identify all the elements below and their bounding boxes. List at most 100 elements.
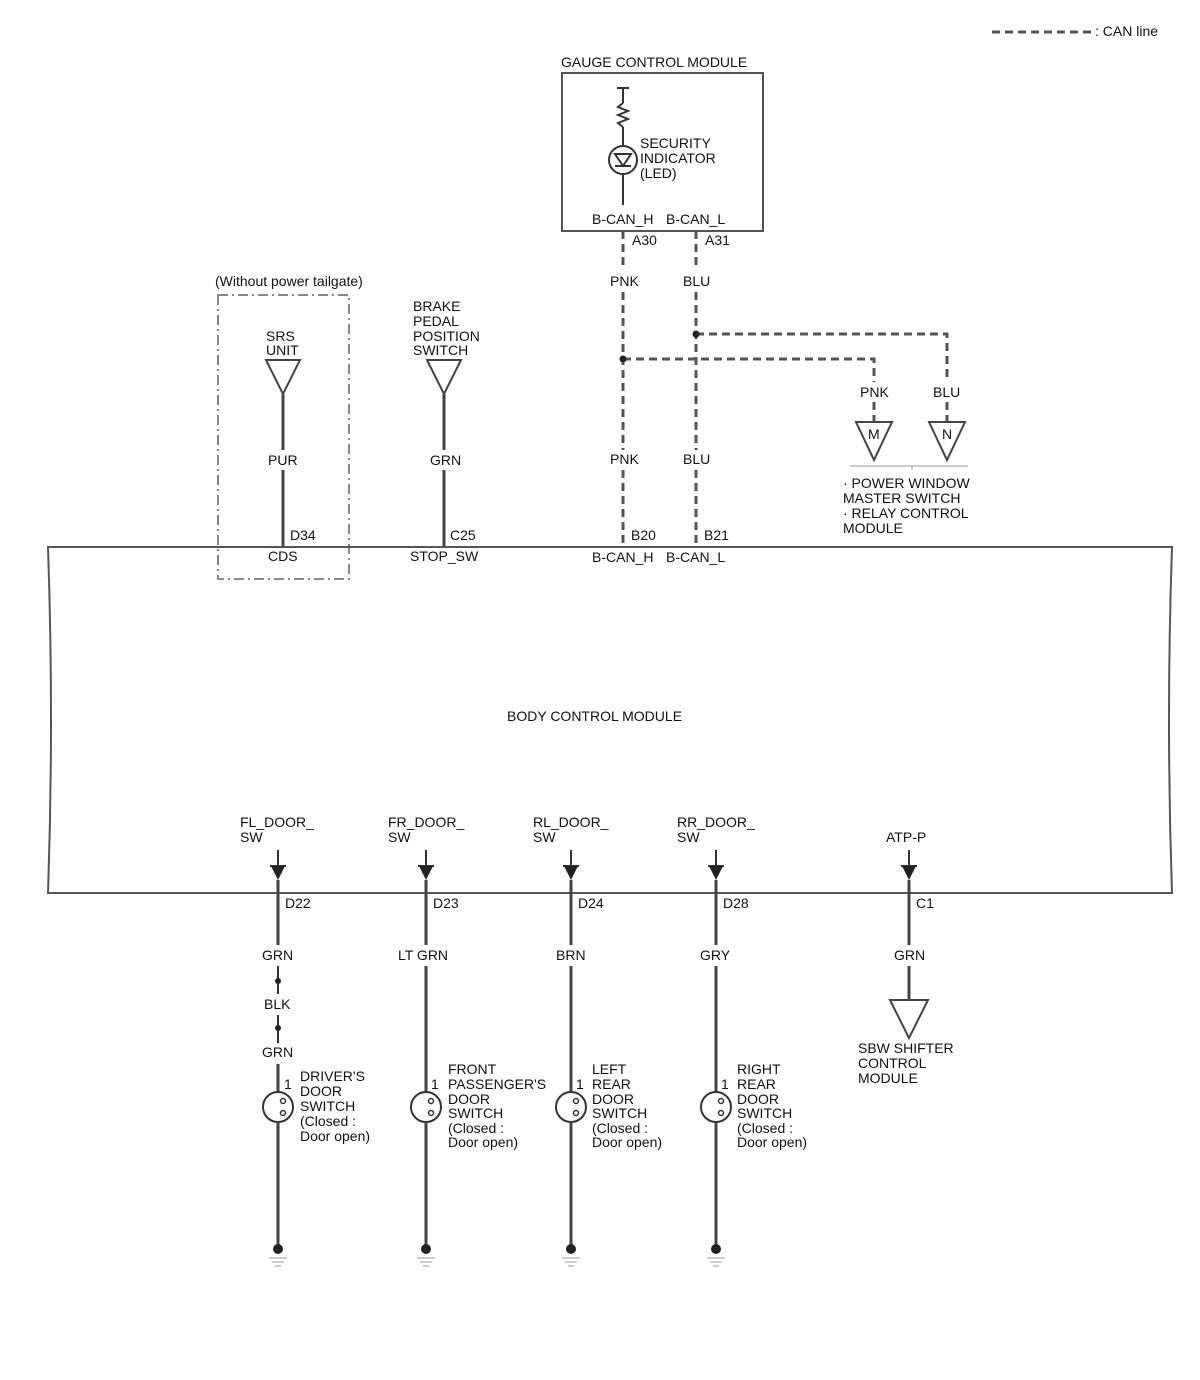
fl-door-label-line-1: DRIVER'S [300, 1068, 365, 1084]
can-l-branch [696, 332, 949, 382]
fr-door-label-line-4: SWITCH [448, 1105, 503, 1121]
power-window-label-line-1: · POWER WINDOW [843, 475, 971, 491]
fl-door-wire-color-1: GRN [262, 947, 293, 963]
brake-wire-color: GRN [430, 452, 461, 468]
gauge-pin-bcan-h-name: B-CAN_H [592, 211, 653, 227]
brake-title-line-1: BRAKE [413, 298, 460, 314]
power-window-terminal-n-icon [927, 421, 967, 463]
fl-door-switch-contact-bottom [279, 1109, 287, 1117]
can-bus-lines: PNK BLU PNK BLU PNK BLU [610, 231, 960, 547]
rr-door-label-line-3: DOOR [737, 1091, 779, 1107]
power-window-label-line-2: MASTER SWITCH [843, 490, 960, 506]
srs-pin: D34 [290, 527, 316, 543]
fr-door-wire-color: LT GRN [398, 947, 448, 963]
can-h-branch-wire-color: PNK [860, 384, 889, 400]
fr-door-signal-line-2: SW [388, 829, 411, 845]
brake-signal: STOP_SW [410, 548, 479, 564]
power-window-terminal-m: M [868, 426, 880, 442]
can-h-branch [623, 357, 876, 382]
rl-door-label-line-4: SWITCH [592, 1105, 647, 1121]
brake-pin: C25 [450, 527, 476, 543]
fl-door-signal-line-2: SW [240, 829, 263, 845]
shifter-connector-icon [888, 999, 930, 1041]
shifter-label-line-3: MODULE [858, 1070, 918, 1086]
brake-title-line-4: SWITCH [413, 342, 468, 358]
rl-door-switch-icon [555, 1091, 587, 1123]
shifter-wire-color: GRN [894, 947, 925, 963]
fl-door-switch-contact-top [279, 1097, 287, 1105]
fr-door-label-line-2: PASSENGER'S [448, 1076, 546, 1092]
fr-door-pin: D23 [433, 895, 459, 911]
fr-door-label-line-6: Door open) [448, 1134, 518, 1150]
rr-door-switch-contact-top [717, 1097, 725, 1105]
srs-signal: CDS [268, 548, 298, 564]
srs-option-dashdot-box [217, 294, 350, 580]
gauge-pin-a31: A31 [705, 232, 730, 248]
gauge-module-title: GAUGE CONTROL MODULE [561, 54, 747, 70]
srs-unit-group: (Without power tailgate) SRS UNIT PUR D3… [215, 273, 363, 580]
fl-door-label-line-4: (Closed : [300, 1113, 356, 1129]
rr-door-input-arrow-icon [709, 866, 723, 880]
fl-door-joint-dot-2 [275, 1025, 281, 1031]
shifter-signal: ATP-P [886, 829, 926, 845]
can-l-lower-wire-color: BLU [683, 451, 710, 467]
shifter-label-line-2: CONTROL [858, 1055, 927, 1071]
gauge-pin-a30: A30 [632, 232, 657, 248]
door-switch-rl: RL_DOOR_ SW D24 BRN 1 LEFT REAR DOOR SWI… [533, 814, 662, 1267]
can-h-lower-wire-color: PNK [610, 451, 639, 467]
led-diode-symbol [613, 153, 633, 168]
srs-unit-title-line-1: SRS [266, 328, 295, 344]
power-window-label-line-4: MODULE [843, 520, 903, 536]
fr-door-switch-icon [410, 1091, 442, 1123]
fl-door-joint-dot-1 [275, 978, 281, 984]
can-l-splice-dot [692, 330, 700, 338]
shifter-pin: C1 [916, 895, 934, 911]
fl-door-ground-dot [273, 1244, 283, 1254]
body-control-module: BODY CONTROL MODULE B20 B21 B-CAN_H B-CA… [46, 527, 1174, 894]
rr-door-pin: D28 [723, 895, 749, 911]
gauge-module-box [561, 72, 764, 232]
rl-door-signal-line-2: SW [533, 829, 556, 845]
brake-switch-connector-icon [425, 359, 463, 397]
rl-door-label-line-1: LEFT [592, 1061, 627, 1077]
rr-door-switch-icon [700, 1091, 732, 1123]
fl-door-pin: D22 [285, 895, 311, 911]
security-indicator-line-2: INDICATOR [640, 150, 716, 166]
bcm-pin-b20: B20 [631, 527, 656, 543]
bcm-pin-b21: B21 [704, 527, 729, 543]
rr-door-switch-contact-bottom [717, 1109, 725, 1117]
rr-door-label-line-1: RIGHT [737, 1061, 781, 1077]
fl-door-switch-icon [262, 1091, 294, 1123]
door-switch-rr: RR_DOOR_ SW D28 GRY 1 RIGHT REAR DOOR SW… [677, 814, 807, 1267]
rl-door-label-line-6: Door open) [592, 1134, 662, 1150]
can-l-upper-wire-color: BLU [683, 273, 710, 289]
fr-door-switch-contact-bottom [427, 1109, 435, 1117]
can-l-branch-wire-color: BLU [933, 384, 960, 400]
door-switch-fr: FR_DOOR_ SW D23 LT GRN 1 FRONT PASSENGER… [388, 814, 546, 1267]
rr-door-terminal: 1 [721, 1076, 729, 1092]
bcm-signal-bcan-h: B-CAN_H [592, 549, 653, 565]
fl-door-wire-color-3: GRN [262, 1044, 293, 1060]
fl-door-wire-color-2: BLK [264, 996, 291, 1012]
brake-switch-group: BRAKE PEDAL POSITION SWITCH GRN C25 STOP… [410, 298, 480, 564]
rr-door-signal-line-1: RR_DOOR_ [677, 814, 755, 830]
fr-door-terminal: 1 [431, 1076, 439, 1092]
rr-door-signal-line-2: SW [677, 829, 700, 845]
fr-door-label-line-3: DOOR [448, 1091, 490, 1107]
rl-door-pin: D24 [578, 895, 604, 911]
power-window-label-line-3: · RELAY CONTROL [843, 505, 969, 521]
resistor-icon [615, 102, 631, 128]
gauge-control-module: GAUGE CONTROL MODULE SECURITY INDICATOR … [561, 54, 764, 248]
fr-door-label-line-5: (Closed : [448, 1120, 504, 1136]
can-h-splice-dot [619, 355, 627, 363]
door-switch-fl: FL_DOOR_ SW D22 GRN BLK GRN 1 DRIVER'S D… [240, 814, 370, 1267]
rl-door-label-line-2: REAR [592, 1076, 631, 1092]
rl-door-ground-dot [566, 1244, 576, 1254]
rl-door-label-line-5: (Closed : [592, 1120, 648, 1136]
rr-door-label-line-2: REAR [737, 1076, 776, 1092]
rr-door-label-line-6: Door open) [737, 1134, 807, 1150]
fr-door-ground-dot [421, 1244, 431, 1254]
shifter-label-line-1: SBW SHIFTER [858, 1040, 954, 1056]
fl-door-label-line-2: DOOR [300, 1083, 342, 1099]
